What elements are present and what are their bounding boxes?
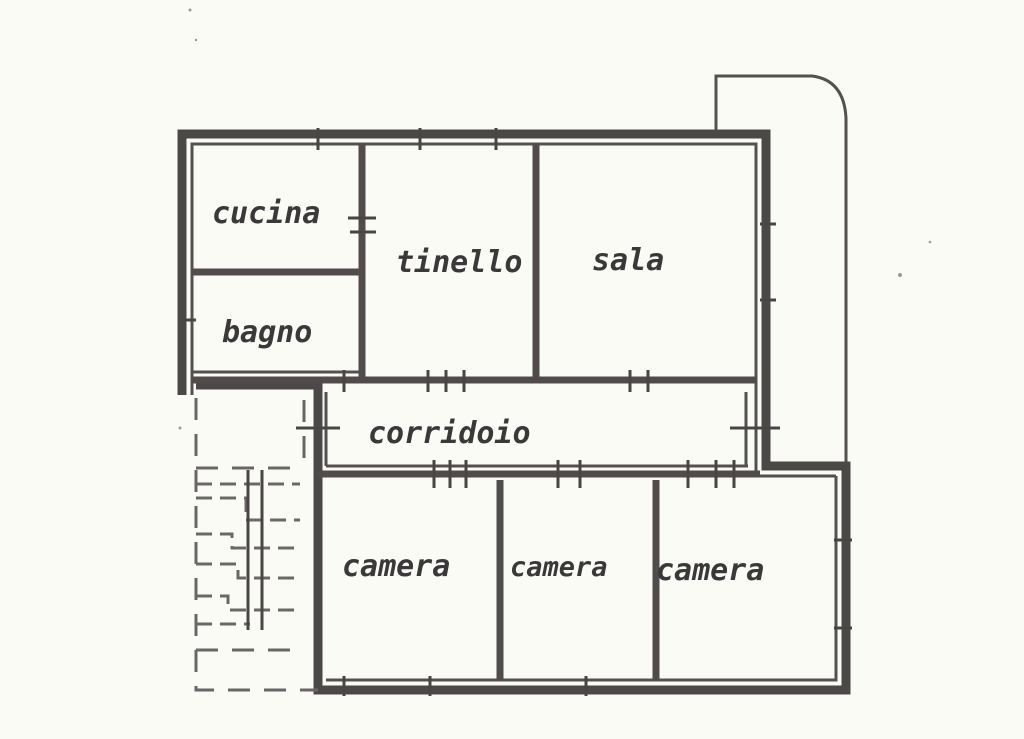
opening-ticks [180,128,852,696]
label-camera-3: camera [656,553,764,588]
external-stairs [194,398,318,692]
label-tinello: tinello [396,245,522,280]
room-labels: cucina bagno tinello sala corridoio came… [212,196,764,588]
label-corridoio: corridoio [368,416,531,451]
label-camera-1: camera [342,549,450,584]
label-bagno: bagno [222,315,312,350]
label-cucina: cucina [212,196,320,231]
label-camera-2: camera [510,552,608,583]
label-sala: sala [592,243,664,278]
interior-walls [192,144,760,680]
balcony-outline [714,74,848,466]
